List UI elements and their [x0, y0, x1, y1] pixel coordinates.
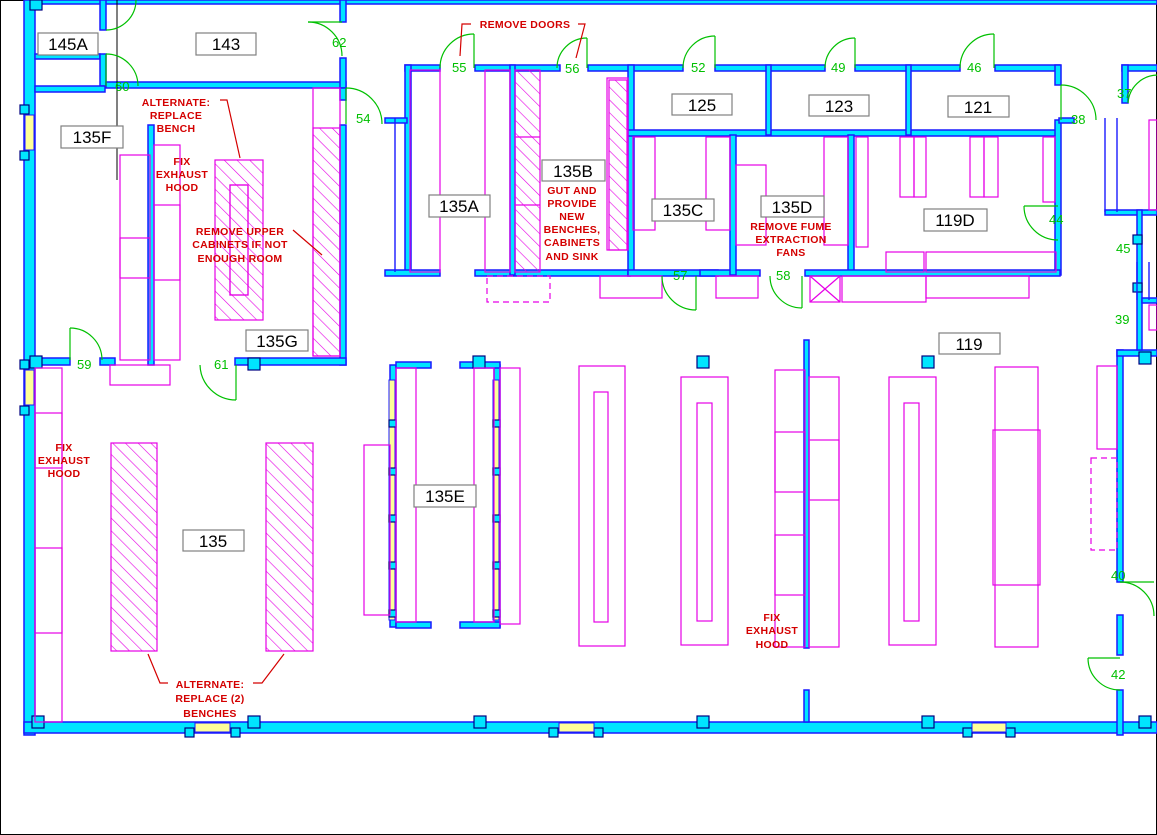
room-label-143: 143: [195, 32, 257, 56]
door-number: 40: [1111, 568, 1125, 583]
svg-text:121: 121: [964, 98, 992, 117]
room-label-145a: 145A: [37, 32, 99, 56]
svg-text:REMOVE FUME: REMOVE FUME: [750, 221, 831, 233]
door-number: 39: [1115, 312, 1129, 327]
svg-text:REMOVE DOORS: REMOVE DOORS: [480, 19, 571, 31]
door-number: 62: [332, 35, 346, 50]
svg-text:135G: 135G: [256, 332, 298, 351]
svg-text:145A: 145A: [48, 35, 88, 54]
door-number: 45: [1116, 241, 1130, 256]
door-number: 42: [1111, 667, 1125, 682]
svg-text:119: 119: [955, 335, 982, 354]
room-labels: 145A 143 135F 135A 135B 125 123 121: [37, 32, 1010, 552]
svg-text:BENCHES,: BENCHES,: [544, 224, 601, 236]
room-label-135b: 135B: [541, 159, 606, 182]
door-number: 56: [565, 61, 579, 76]
note-remove-upper-cabinets: REMOVE UPPER CABINETS IF NOT ENOUGH ROOM: [192, 226, 323, 265]
svg-text:135F: 135F: [73, 128, 112, 147]
note-remove-doors: REMOVE DOORS: [459, 19, 586, 59]
svg-text:REPLACE (2): REPLACE (2): [175, 693, 244, 705]
door-numbers: 62 60 55 56 52 49 46 37 54 38 44 45 57 5…: [77, 35, 1131, 682]
room-label-121: 121: [947, 95, 1010, 118]
door-number: 57: [673, 268, 687, 283]
svg-text:AND SINK: AND SINK: [545, 251, 598, 263]
svg-text:EXTRACTION: EXTRACTION: [755, 234, 826, 246]
svg-text:135C: 135C: [663, 201, 704, 220]
svg-text:GUT AND: GUT AND: [547, 185, 597, 197]
door-number: 61: [214, 357, 228, 372]
svg-text:HOOD: HOOD: [756, 639, 789, 651]
note-fix-exhaust-hood-135f: FIX EXHAUST HOOD: [156, 156, 209, 194]
door-number: 60: [115, 79, 129, 94]
door-number: 44: [1049, 212, 1063, 227]
svg-text:CABINETS: CABINETS: [544, 237, 600, 249]
door-number: 55: [452, 60, 466, 75]
svg-text:135E: 135E: [425, 487, 465, 506]
room-label-119d: 119D: [923, 208, 988, 232]
note-fix-exhaust-hood-135: FIX EXHAUST HOOD: [38, 442, 91, 480]
svg-text:135D: 135D: [772, 198, 813, 217]
svg-text:REMOVE UPPER: REMOVE UPPER: [196, 226, 284, 238]
room-label-135e: 135E: [413, 484, 477, 508]
svg-text:CABINETS IF NOT: CABINETS IF NOT: [192, 239, 288, 251]
door-number: 37: [1117, 86, 1131, 101]
svg-text:FIX: FIX: [55, 442, 72, 454]
135e-wall-studs: [388, 419, 501, 618]
svg-text:ALTERNATE:: ALTERNATE:: [176, 679, 245, 691]
door-number: 59: [77, 357, 91, 372]
svg-text:ALTERNATE:: ALTERNATE:: [142, 97, 211, 109]
room-label-123: 123: [808, 94, 870, 117]
room-label-135g: 135G: [245, 329, 309, 352]
svg-text:HOOD: HOOD: [48, 468, 81, 480]
svg-text:PROVIDE: PROVIDE: [547, 198, 596, 210]
notes: REMOVE DOORS ALTERNATE: REPLACE BENCH FI…: [38, 19, 832, 720]
svg-text:143: 143: [212, 35, 240, 54]
svg-text:119D: 119D: [935, 211, 974, 230]
svg-text:123: 123: [825, 97, 853, 116]
door-number: 49: [831, 60, 845, 75]
svg-text:FIX: FIX: [173, 156, 190, 168]
room-label-135f: 135F: [60, 125, 124, 149]
svg-text:EXHAUST: EXHAUST: [156, 169, 209, 181]
svg-text:EXHAUST: EXHAUST: [746, 625, 799, 637]
room-label-125: 125: [671, 93, 733, 116]
svg-text:BENCHES: BENCHES: [183, 708, 236, 720]
svg-text:FIX: FIX: [763, 612, 780, 624]
svg-text:HOOD: HOOD: [166, 182, 199, 194]
door-number: 52: [691, 60, 705, 75]
door-number: 54: [356, 111, 370, 126]
windows: [24, 114, 1007, 733]
room-label-135: 135: [182, 529, 245, 552]
furniture: [34, 69, 1157, 723]
door-number: 58: [776, 268, 790, 283]
room-label-135d: 135D: [760, 195, 825, 218]
note-fix-exhaust-hood-119: FIX EXHAUST HOOD: [746, 612, 799, 651]
room-label-119: 119: [938, 332, 1001, 355]
svg-text:125: 125: [688, 96, 716, 115]
svg-text:135B: 135B: [553, 162, 593, 181]
note-alternate-replace-benches: ALTERNATE: REPLACE (2) BENCHES: [147, 653, 285, 720]
note-alternate-replace-bench: ALTERNATE: REPLACE BENCH: [142, 97, 241, 159]
svg-text:NEW: NEW: [559, 211, 584, 223]
misc-lines: [116, 0, 1150, 300]
door-swings: [69, 0, 1157, 691]
room-label-135a: 135A: [428, 194, 491, 218]
svg-text:135A: 135A: [439, 197, 479, 216]
note-remove-fume-extraction-fans: REMOVE FUME EXTRACTION FANS: [750, 221, 831, 259]
note-gut-and-provide: GUT AND PROVIDE NEW BENCHES, CABINETS AN…: [544, 185, 601, 263]
svg-text:135: 135: [199, 532, 227, 551]
room-label-135c: 135C: [651, 198, 715, 222]
door-number: 38: [1071, 112, 1085, 127]
svg-text:BENCH: BENCH: [157, 123, 196, 135]
svg-text:FANS: FANS: [776, 247, 805, 259]
svg-text:ENOUGH ROOM: ENOUGH ROOM: [198, 253, 283, 265]
svg-text:REPLACE: REPLACE: [150, 110, 202, 122]
door-number: 46: [967, 60, 981, 75]
hatched-benches: [110, 69, 628, 652]
svg-text:EXHAUST: EXHAUST: [38, 455, 91, 467]
